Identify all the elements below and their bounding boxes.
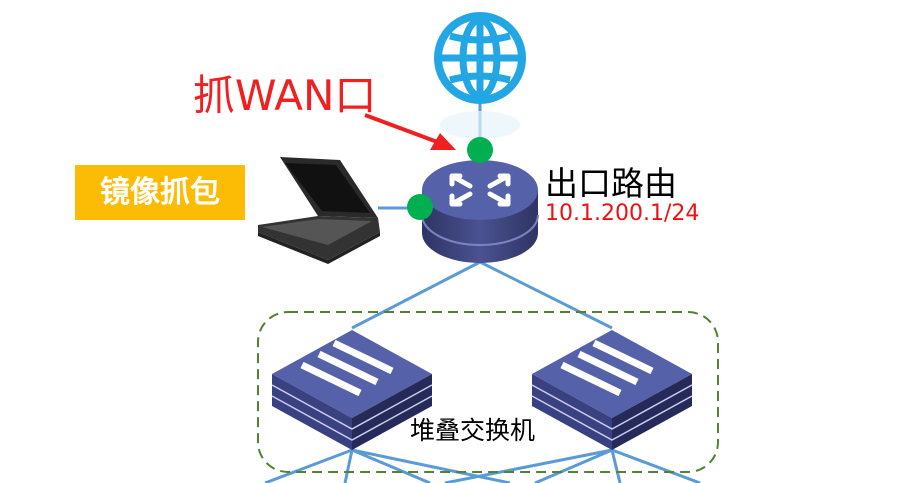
downlinks: [264, 448, 701, 483]
capture-wan-label: 抓WAN口: [193, 71, 377, 120]
mirror-capture-badge: 镜像抓包: [75, 165, 245, 220]
link-router-switch-right: [479, 260, 613, 330]
mirror-port-dot: [407, 194, 433, 220]
router-ip-label: 10.1.200.1/24: [545, 201, 700, 226]
internet-globe-icon: [434, 12, 526, 139]
stacked-switch-label: 堆叠交换机: [410, 416, 536, 445]
links: [264, 100, 701, 483]
laptop-icon: [258, 157, 380, 264]
switch-right-icon: [531, 330, 693, 450]
wan-port-dot: [467, 137, 493, 163]
router-icon: [421, 160, 539, 263]
red-arrow-icon: [364, 113, 456, 150]
link-router-switch-left: [351, 260, 481, 330]
stack-group-border: [257, 311, 719, 473]
egress-router-label: 出口路由: [545, 164, 677, 203]
switch-left-icon: [271, 330, 433, 450]
